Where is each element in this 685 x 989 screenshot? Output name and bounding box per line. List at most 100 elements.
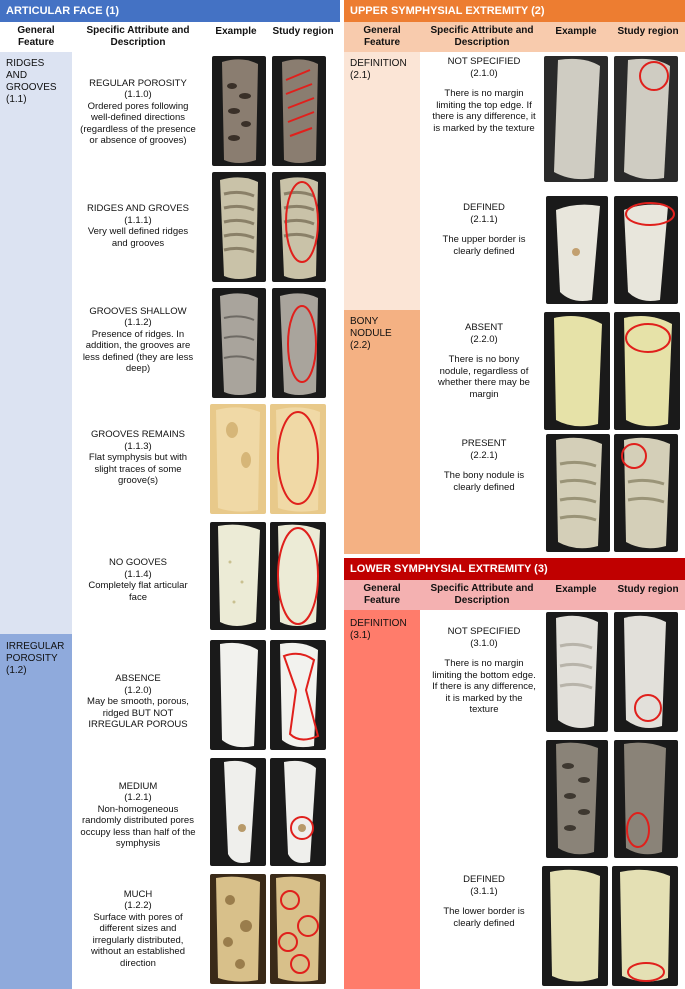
lower-symphysial-title: LOWER SYMPHYSIAL EXTREMITY (3) [350,563,548,575]
attribute-much: MUCH (1.2.2) Surface with pores of diffe… [76,878,200,980]
attribute-name: MUCH [123,888,153,900]
general-feature-lower-definition: DEFINITION (3.1) [350,618,407,641]
bone-specimen-image [554,58,600,180]
attribute-code: (1.1.4) [124,568,152,580]
attribute-code: (1.1.3) [124,440,152,452]
bone-specimen-image [220,177,258,279]
example-photo [210,522,266,630]
study-region-photo [614,56,678,182]
attribute-code: (1.1.0) [124,89,152,100]
attribute-name: PRESENT [461,438,507,449]
attribute-name: ABSENT [464,322,503,333]
attribute-description: Very well defined ridges and grooves [87,226,189,249]
attribute-description: The bony nodule is clearly defined [443,470,525,493]
irregular-porosity-band [0,634,72,989]
example-photo [546,612,608,732]
upper-symphysial-title: UPPER SYMPHYSIAL EXTREMITY (2) [350,5,545,17]
example-photo [544,312,610,430]
general-feature-upper-definition: DEFINITION (2.1) [350,58,407,81]
bone-specimen-image [556,742,598,855]
attribute-code: (1.2.0) [124,684,152,696]
attribute-code: (2.2.0) [470,333,498,345]
col-study-region: Study region [272,26,334,37]
attribute-code: (1.2.1) [124,792,152,803]
col-general-feature: General Feature [363,25,401,48]
study-region-photo [272,56,326,166]
lower-definition-band [344,610,420,989]
study-region-photo [272,172,326,282]
example-photo [546,196,608,304]
bone-specimen-image [216,407,260,512]
attribute-description: Surface with pores of different sizes an… [90,911,185,969]
attribute-upper-defined: DEFINED (2.1.1) The upper border is clea… [428,202,540,282]
attribute-grooves-shallow: GROOVES SHALLOW (1.1.2) Presence of ridg… [76,290,200,390]
attribute-ridges-and-groves: RIDGES AND GROVES (1.1.1) Very well defi… [76,172,200,280]
example-photo [210,758,266,866]
attribute-description: Flat symphysis but with slight traces of… [88,452,188,487]
upper-symphysial-header: UPPER SYMPHYSIAL EXTREMITY (2) [344,0,685,22]
col-example: Example [555,26,597,37]
attribute-name: MEDIUM [118,780,158,792]
col-specific-attribute: Specific Attribute and Description [86,25,190,48]
attribute-code: (1.1.1) [124,214,152,226]
bone-specimen-marked-image [624,742,666,855]
study-region-photo [270,640,326,750]
attribute-medium: MEDIUM (1.2.1) Non-homogeneous randomly … [76,768,200,862]
attribute-description: There is no bony nodule, regardless of w… [438,354,530,400]
col-general-feature: General Feature [17,25,55,48]
attribute-code: (3.1.0) [470,637,498,649]
bone-specimen-image [550,869,600,982]
attribute-description: There is no margin limiting the bottom e… [432,658,536,715]
example-photo [210,640,266,750]
col-study-region: Study region [617,584,679,595]
example-photo [210,874,266,984]
attribute-regular-porosity: REGULAR POROSITY (1.1.0) Ordered pores f… [76,58,200,166]
study-region-photo [614,196,678,304]
col-specific-attribute: Specific Attribute and Description [430,25,534,48]
attribute-name: NO GOOVES [108,557,168,568]
attribute-name: RIDGES AND GROVES [87,203,189,214]
bone-specimen-marked-image [277,524,320,626]
attribute-name: ABSENCE [115,673,161,685]
attribute-code: (2.1.1) [470,213,498,225]
attribute-grooves-remains: GROOVES REMAINS (1.1.3) Flat symphysis b… [76,406,200,510]
attribute-nodule-absent: ABSENT (2.2.0) There is no bony nodule, … [428,322,540,428]
bone-specimen-image [222,59,258,163]
bone-specimen-marked-image [624,615,666,728]
study-region-photo [272,288,326,398]
study-region-photo [614,612,678,732]
articular-face-title: ARTICULAR FACE (1) [6,5,120,17]
attribute-absence: ABSENCE (1.2.0) May be smooth, porous, r… [76,658,200,746]
bone-specimen-image [554,316,602,427]
bone-specimen-marked-image [621,437,670,549]
bone-specimen-marked-image [624,58,670,180]
bone-specimen-marked-image [620,869,670,982]
bone-specimen-marked-image [280,177,319,279]
upper-bony-nodule-band [344,310,420,554]
attribute-name: NOT SPECIFIED [447,56,521,67]
attribute-nodule-present: PRESENT (2.2.1) The bony nodule is clear… [428,438,540,518]
ridges-grooves-band [0,52,72,634]
study-region-photo [612,866,678,986]
attribute-code: (2.2.1) [470,449,498,461]
bone-specimen-image [224,760,256,863]
attribute-description: Presence of ridges. In addition, the gro… [82,328,194,375]
col-example: Example [215,26,257,37]
bone-specimen-marked-image [276,876,320,982]
upper-column-header-band [344,22,685,52]
bone-specimen-marked-image [280,293,318,395]
example-photo [212,288,266,398]
bone-specimen-image [556,204,600,301]
study-region-photo [270,404,326,514]
lower-column-header-band [344,580,685,610]
study-region-photo [270,874,326,984]
bone-specimen-image [216,876,260,982]
attribute-lower-defined: DEFINED (3.1.1) The lower border is clea… [428,874,540,954]
general-feature-ridges-grooves: RIDGES AND GROOVES (1.1) [6,58,57,105]
attribute-code: (3.1.1) [470,885,498,897]
col-general-feature: General Feature [363,583,401,606]
bone-specimen-image [220,642,258,748]
upper-definition-band [344,52,420,310]
col-study-region: Study region [617,26,679,37]
attribute-code: (2.1.0) [470,67,498,79]
